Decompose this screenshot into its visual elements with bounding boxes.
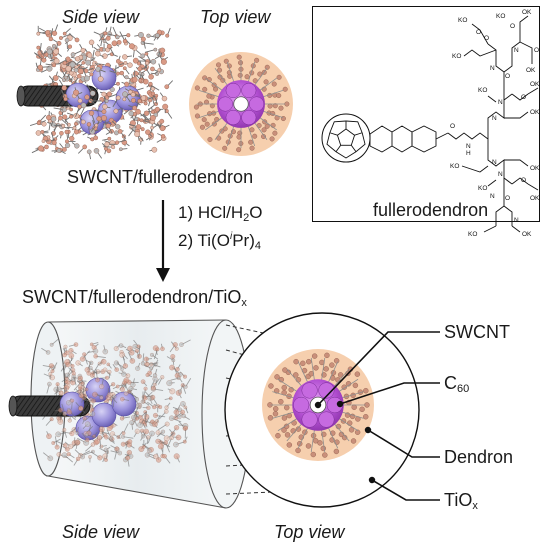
callout-swcnt: SWCNT [444,322,510,342]
dot-swcnt [314,401,322,409]
side-view-label-top: Side view [62,7,140,27]
structure-atom-label: O [534,47,539,54]
top-view-label-bottom: Top view [274,522,345,542]
callout-dendron: Dendron [444,447,514,467]
top-view-hybrid [189,52,293,156]
structure-box [312,6,540,222]
step-2-label: 2) Ti(OiPr)4 [178,231,261,252]
side-view-hybrid [16,24,174,160]
top-view-coated [224,312,420,508]
structure-atom-label: OK [530,109,540,116]
composite-label-1: SWCNT/fullerodendron [67,167,254,187]
structure-atom-label: OK [522,231,532,238]
leader-c60 [339,382,440,405]
structure-atom-label: N [492,115,497,122]
swcnt-core [233,96,249,112]
dot-tiox [368,476,376,484]
fullerene-sphere [111,391,137,417]
structure-atom-label: N [498,99,503,106]
callout-tiox: TiOx [444,490,478,512]
fullerene-sphere [91,65,117,91]
leader-tiox [371,479,440,501]
callout-c60: C60 [444,373,470,395]
structure-atom-label: OK [522,9,532,16]
dot-dendron [364,426,372,434]
structure-atom-label: KO [468,231,477,238]
structure-atom-label: H [466,150,471,157]
structure-atom-label: KO [450,163,459,170]
structure-atom-label: OK [530,165,540,172]
structure-atom-label: O [521,94,526,101]
structure-atom-label: O [484,35,489,42]
structure-atom-label: O [476,29,481,36]
structure-atom-label: N [490,193,495,200]
process-arrow [156,200,170,282]
structure-atom-label: KO [478,185,487,192]
structure-atom-label: KO [478,87,487,94]
structure-atom-label: N [514,217,519,224]
side-view-label-bottom: Side view [62,522,140,542]
side-view-coated [8,319,251,509]
structure-atom-label: OK [530,81,540,88]
structure-atom-label: OK [530,195,540,202]
leader-swcnt [317,331,440,406]
structure-atom-label: O [505,195,510,202]
top-view-label-top: Top view [200,7,271,27]
callout-leaders [314,331,440,501]
structure-atom-label: OK [526,67,536,74]
structure-atom-label: KO [452,53,461,60]
structure-atom-label: N [490,65,495,72]
structure-atom-label: KO [458,17,467,24]
step-1-label: 1) HCl/H2O [178,203,263,224]
structure-atom-label: N [492,159,497,166]
structure-atom-label: N [466,143,471,150]
leader-dendron [367,429,440,458]
structure-caption: fullerodendron [373,200,489,220]
composite-label-2: SWCNT/fullerodendron/TiOx [22,287,247,309]
dot-c60 [336,400,344,408]
structure-atom-label: O [450,123,455,130]
structure-atom-label: O [505,73,510,80]
structure-atom-label: O [521,177,526,184]
structure-atom-label: KO [496,13,505,20]
structure-atom-label: O [510,23,515,30]
structure-atom-label: N [498,171,503,178]
structure-atom-label: N [514,47,519,54]
